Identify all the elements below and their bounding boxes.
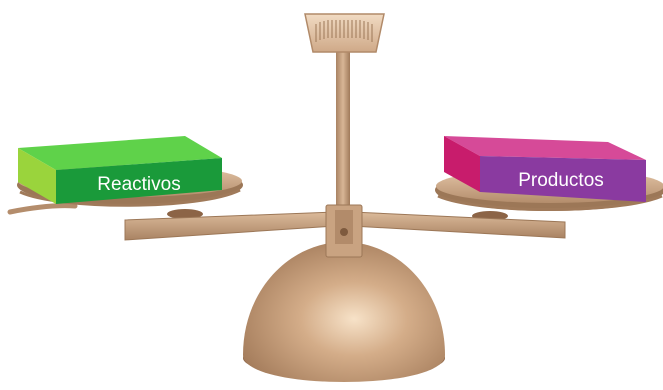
reactivos-box: Reactivos [18, 136, 222, 204]
scale-base [243, 241, 445, 382]
scale-pole [336, 48, 350, 248]
productos-label: Productos [518, 170, 604, 191]
scale-dial [304, 13, 385, 53]
productos-box-front [480, 156, 646, 202]
reactivos-box-top [18, 136, 222, 170]
reactivos-box-front [56, 158, 222, 204]
reactivos-box-side [18, 148, 56, 204]
reactivos-label: Reactivos [97, 174, 180, 195]
productos-box-side [444, 136, 480, 192]
productos-box: Productos [444, 136, 646, 202]
scale-beam [124, 204, 566, 258]
productos-box-top [444, 136, 646, 160]
